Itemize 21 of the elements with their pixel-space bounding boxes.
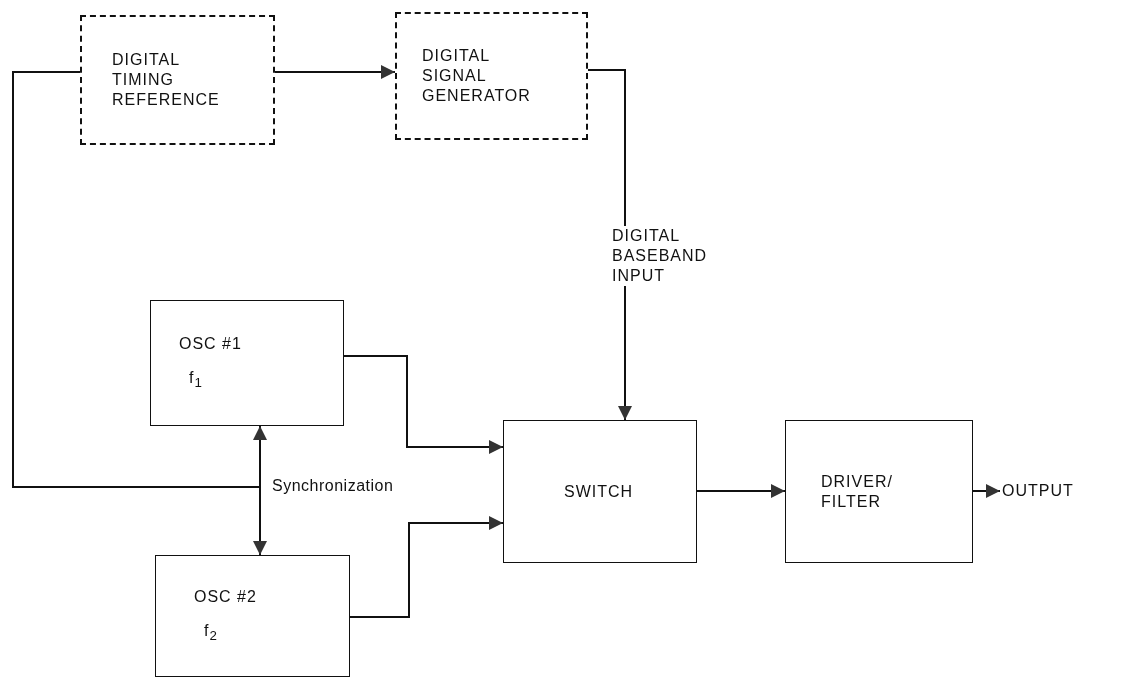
arrow [972,484,1001,498]
node-text: f$_{2}$ [203,621,219,645]
arrow [349,516,504,618]
node-text: OSC #1 [179,334,243,355]
process-box [80,15,275,145]
node-text: f$_{1}$ [188,368,204,392]
node-text: SWITCH [564,481,635,502]
sync-label: Synchronization [272,476,394,496]
process-box [395,12,588,140]
arrow [274,65,396,79]
process-box [785,420,973,563]
node-text: DIGITAL SIGNAL GENERATOR [422,46,532,106]
node-text: OSC #2 [194,587,258,608]
output-text: OUTPUT [1002,479,1074,503]
node-text: DIGITAL TIMING REFERENCE [112,50,221,110]
node-text: DRIVER/ FILTER [821,471,894,512]
process-box [155,555,350,677]
arrow [343,355,504,454]
process-box [503,420,697,563]
arrow [696,484,786,498]
process-box [150,300,344,426]
